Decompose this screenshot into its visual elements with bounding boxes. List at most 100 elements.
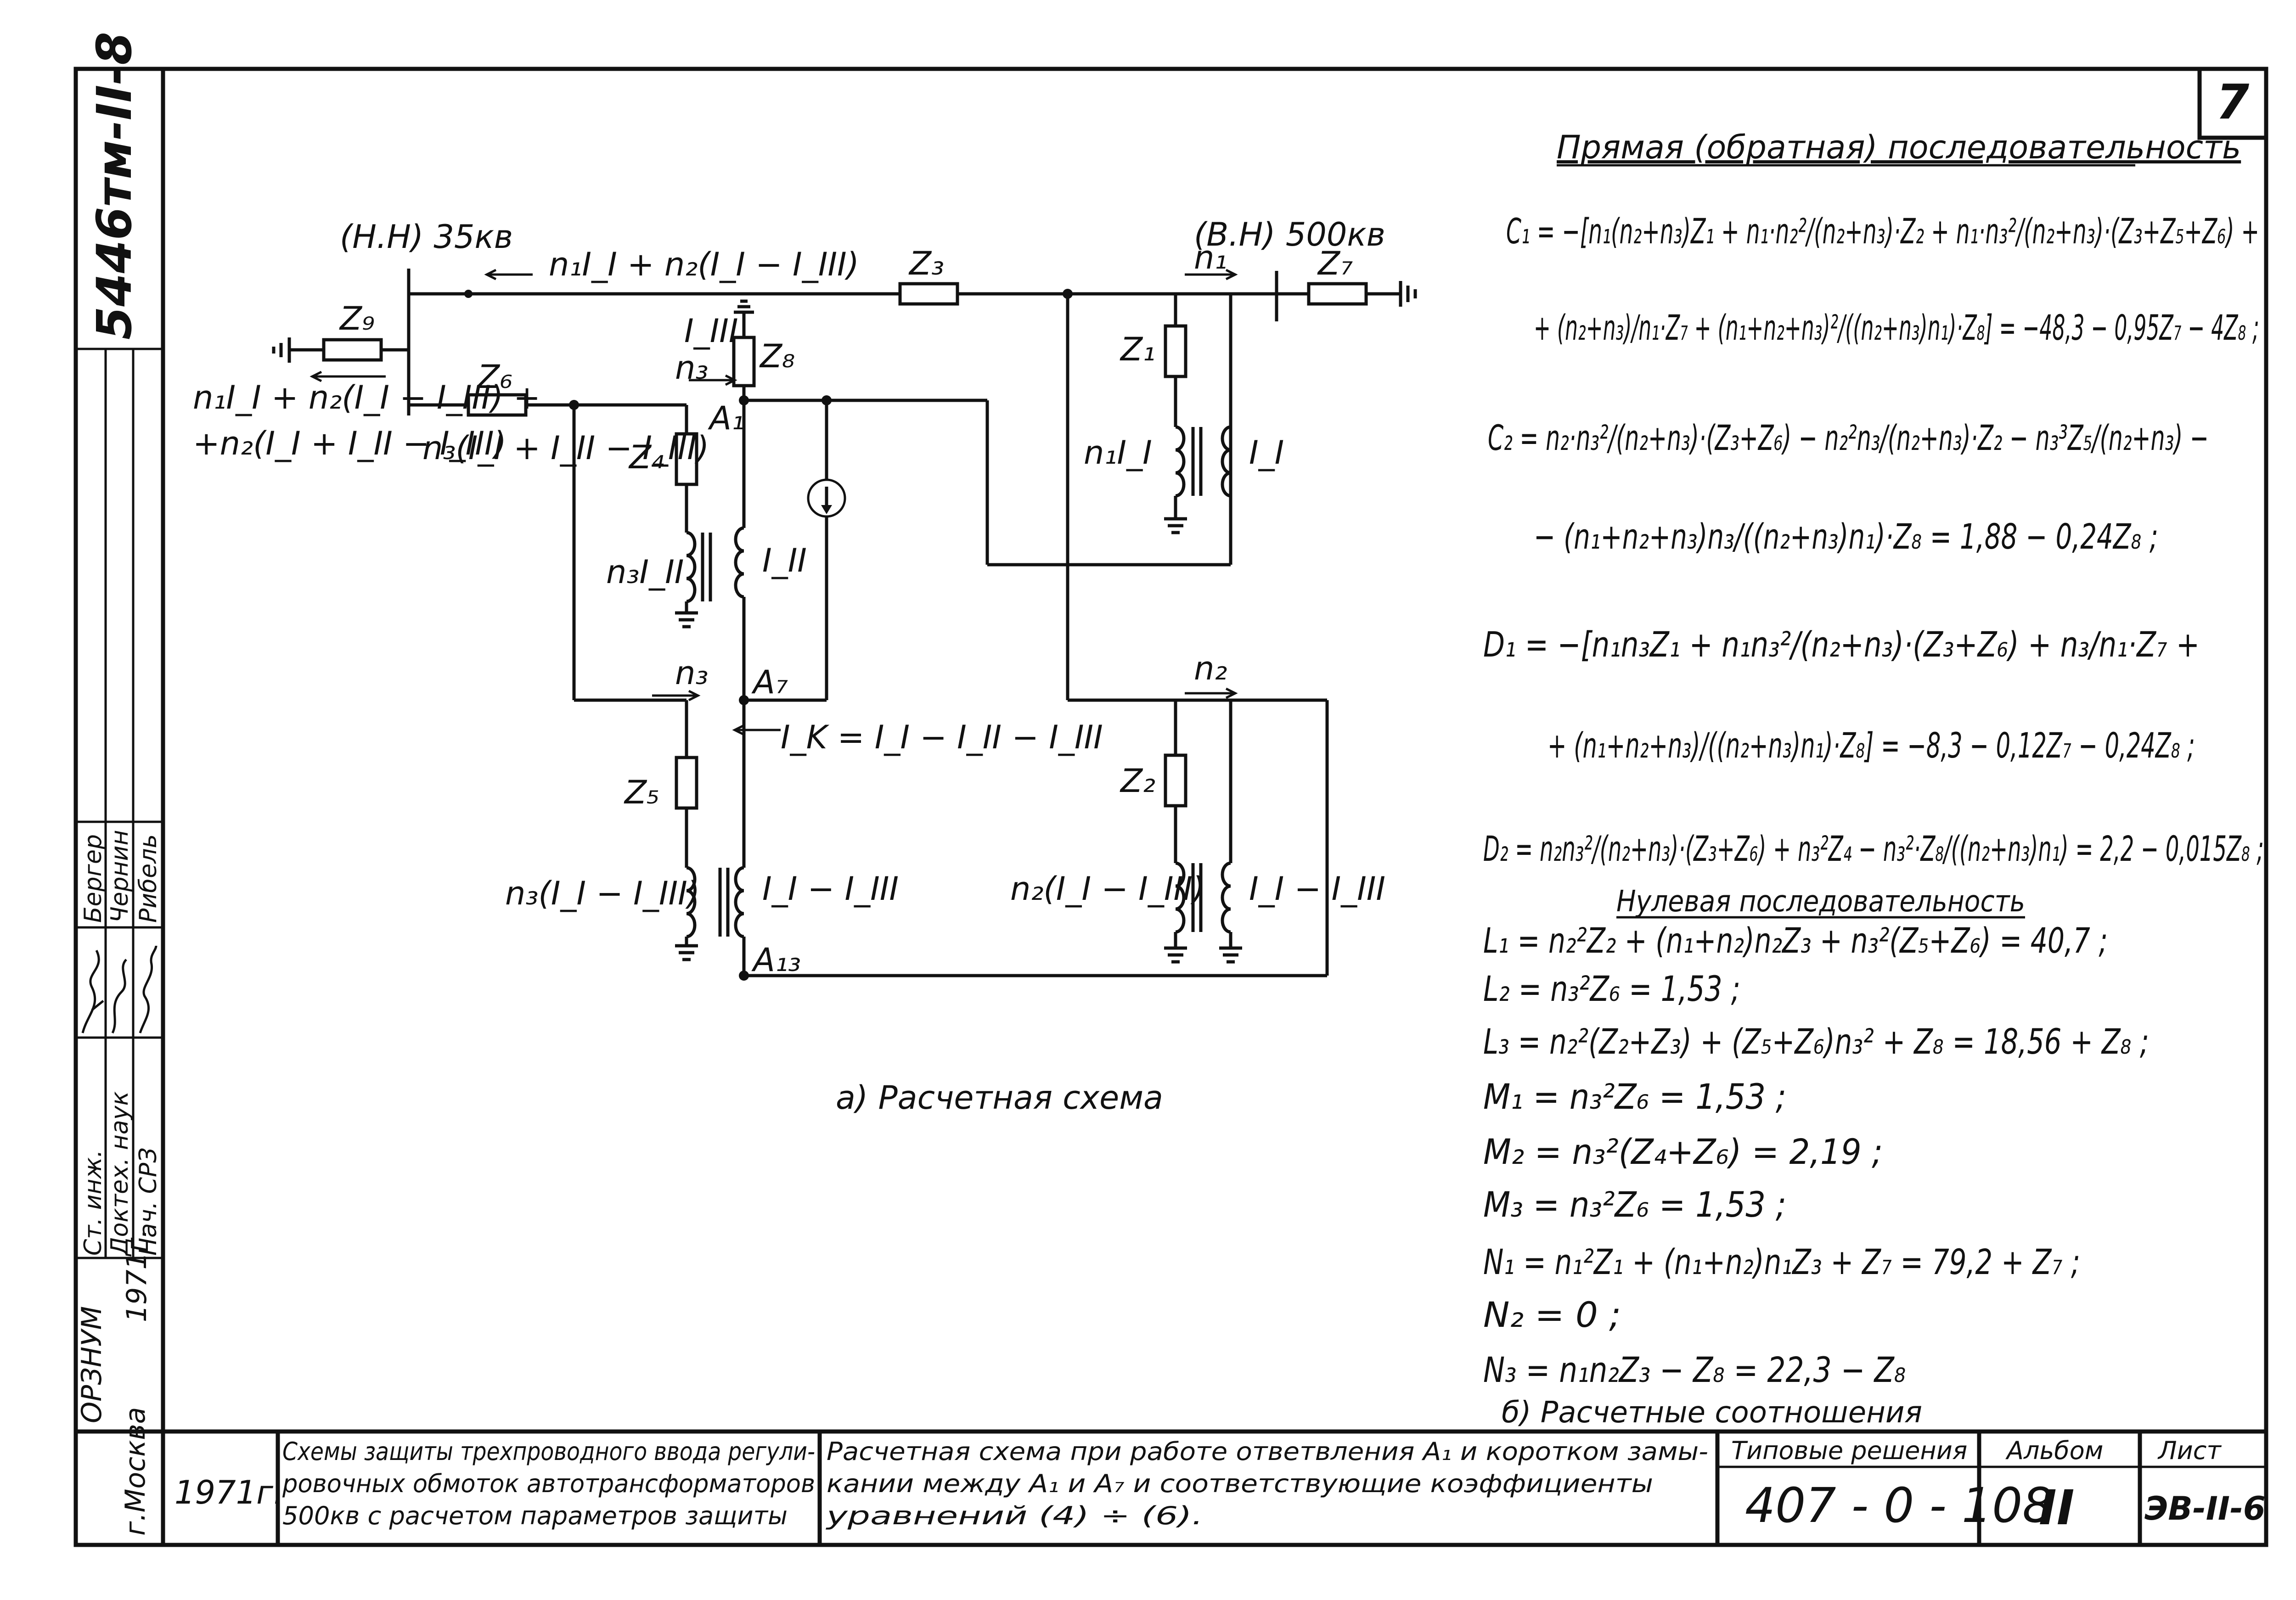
equations-caption: б) Расчетные соотношения — [1502, 1396, 1922, 1430]
equation-line: C₁ = −[n₁(n₂+n₃)Z₁ + n₁·n₂²/(n₂+n₃)·Z₂ +… — [1506, 211, 2259, 252]
label-z5: Z₅ — [624, 774, 659, 811]
project-title-line: 500кв с расчетом параметров защиты — [282, 1501, 788, 1530]
winding-n2-ii3 — [1175, 861, 1186, 934]
resistor-z9 — [322, 338, 383, 362]
winding-i2 — [734, 526, 744, 599]
typical-solutions-label: Типовые решения — [1731, 1436, 1967, 1465]
heading-zero-sequence: Нулевая последовательность — [1616, 885, 2025, 919]
equation-line: L₂ = n₃²Z₆ = 1,53 ; — [1483, 968, 1740, 1009]
project-title-line: Схемы защиты трехпроводного ввода регули… — [282, 1437, 815, 1466]
typical-solutions-number: 407 - 0 - 108 — [1745, 1477, 2053, 1533]
label-i1: I_I — [1249, 434, 1284, 472]
winding-n1-i1 — [1175, 425, 1186, 498]
equation-line: + (n₁+n₂+n₃)/((n₂+n₃)n₁)·Z₈] = −8,3 − 0,… — [1548, 725, 2195, 766]
winding-ii3 — [734, 866, 744, 938]
staff-name: Чернин — [106, 830, 134, 923]
project-title-line: ровочных обмоток автотрансформаторов — [282, 1469, 815, 1498]
resistor-z1 — [1164, 324, 1187, 378]
schematic — [272, 269, 1417, 981]
label-n1: n₁ — [1194, 239, 1227, 276]
staff-role: Доктех. наук — [106, 1091, 134, 1257]
equation-line: L₃ = n₂²(Z₂+Z₃) + (Z₅+Z₆)n₃² + Z₈ = 18,5… — [1483, 1021, 2149, 1062]
signature — [139, 945, 158, 1033]
title-year: 1971г. — [174, 1474, 283, 1511]
label-hv-bus: (В.Н) 500кв — [1194, 216, 1385, 253]
schematic-caption: а) Расчетная схема — [836, 1079, 1163, 1117]
equation-line: N₃ = n₁n₂Z₃ − Z₈ = 22,3 − Z₈ — [1483, 1349, 1906, 1390]
label-ii3-right: I_I − I_III — [1249, 870, 1385, 908]
equation-line: M₃ = n₃²Z₆ = 1,53 ; — [1483, 1184, 1786, 1225]
heading-direct-sequence: Прямая (обратная) последовательность — [1557, 129, 2241, 166]
winding-n3-i2 — [686, 531, 697, 603]
staff-role: Нач. СРЗ — [135, 1147, 162, 1256]
year-vertical: 1971г. — [121, 1229, 153, 1322]
resistor-z5 — [675, 756, 698, 810]
staff-role: Ст. инж. — [79, 1150, 107, 1256]
label-z1: Z₁ — [1120, 331, 1155, 368]
label-mid-current: n₃(I_I + I_II − I_III) — [422, 429, 709, 467]
equation-line: + (n₂+n₃)/n₁·Z₇ + (n₁+n₂+n₃)²/((n₂+n₃)n₁… — [1534, 307, 2259, 348]
resistor-z3 — [898, 282, 959, 306]
equation-line: M₂ = n₃²(Z₄+Z₆) = 2,19 ; — [1483, 1131, 1883, 1172]
album-value: II — [2039, 1480, 2074, 1536]
equation-line: C₂ = n₂·n₃²/(n₂+n₃)·(Z₃+Z₆) − n₂²n₃/(n₂+… — [1488, 417, 2209, 458]
staff-name: Рибель — [135, 834, 162, 923]
equation-line: N₂ = 0 ; — [1483, 1294, 1621, 1335]
title-block: 1971г. Схемы защиты трехпроводного ввода… — [174, 1436, 2266, 1536]
sheet-description-line: уравнений (4) ÷ (6). — [825, 1501, 1203, 1530]
winding-i1 — [1221, 425, 1231, 498]
label-n3-mid: n₃ — [675, 654, 708, 692]
resistor-z7 — [1307, 282, 1368, 306]
city-vertical: г.Москва — [119, 1407, 152, 1536]
label-a1: A₁ — [708, 399, 744, 437]
sheet-description-line: кании между A₁ и A₇ и соответствующие ко… — [827, 1469, 1653, 1498]
label-z3: Z₃ — [908, 245, 944, 282]
label-z2: Z₂ — [1120, 762, 1155, 800]
label-z9: Z₉ — [339, 300, 375, 337]
equation-line: N₁ = n₁²Z₁ + (n₁+n₂)n₁Z₃ + Z₇ = 79,2 + Z… — [1483, 1241, 2080, 1282]
equation-line: L₁ = n₂²Z₂ + (n₁+n₂)n₂Z₃ + n₃²(Z₅+Z₆) = … — [1483, 920, 2108, 961]
schematic-labels: (Н.Н) 35кв (В.Н) 500кв n₁I_I + n₂(I_I − … — [193, 216, 1385, 1117]
organization-name: ОРЗНУМ — [76, 1306, 108, 1423]
winding-ii3-right — [1221, 861, 1231, 934]
label-i3: I_III — [684, 312, 738, 350]
label-left-current-1: n₁I_I + n₂(I_I − I_III) + — [193, 379, 540, 416]
label-n2: n₂ — [1194, 650, 1227, 687]
sheet-number: 7 — [2216, 74, 2250, 130]
label-lv-bus: (Н.Н) 35кв — [340, 218, 513, 256]
resistor-z6 — [467, 393, 528, 417]
label-n3-ii3: n₃(I_I − I_III) — [505, 875, 700, 912]
staff-stamp: Ст. инж. Доктех. наук Нач. СРЗ Бергер Че… — [79, 830, 162, 1257]
label-a7: A₇ — [751, 663, 788, 701]
winding-n3-ii3 — [686, 866, 697, 938]
equations: Прямая (обратная) последовательность C₁ … — [1483, 129, 2264, 1430]
label-n2-ii3: n₂(I_I − I_III) — [1010, 870, 1205, 908]
sheet-value: ЭВ-II-6 — [2144, 1490, 2266, 1527]
label-z4: Z₄ — [628, 438, 664, 476]
staff-name: Бергер — [79, 834, 107, 923]
side-code: 5446тм-II-8 — [86, 32, 142, 340]
label-left-current-2: +n₂(I_I + I_II − I_III) — [193, 425, 506, 462]
signature — [111, 959, 127, 1034]
label-ii3: I_I − I_III — [762, 870, 899, 908]
label-z8: Z₈ — [759, 337, 795, 375]
label-top-current: n₁I_I + n₂(I_I − I_III) — [549, 246, 859, 283]
equation-line: − (n₁+n₂+n₃)n₃/((n₂+n₃)n₁)·Z₈ = 1,88 − 0… — [1534, 516, 2158, 557]
sheet-description-line: Расчетная схема при работе ответвления A… — [827, 1437, 1708, 1466]
label-a13: A₁₃ — [751, 941, 801, 979]
label-z6: Z₆ — [477, 358, 512, 396]
resistor-z2 — [1164, 753, 1187, 808]
label-n3-top: n₃ — [675, 349, 708, 387]
label-n1-i1: n₁I_I — [1084, 434, 1152, 472]
sheet-frame — [73, 67, 2268, 1547]
sheet-label: Лист — [2157, 1436, 2222, 1465]
equation-line: D₁ = −[n₁n₃Z₁ + n₁n₃²/(n₂+n₃)·(Z₃+Z₆) + … — [1483, 624, 2200, 665]
label-i2: I_II — [762, 542, 807, 579]
label-z7: Z₇ — [1317, 245, 1353, 282]
label-ik: I_K = I_I − I_II − I_III — [781, 719, 1103, 756]
equation-line: M₁ = n₃²Z₆ = 1,53 ; — [1483, 1076, 1786, 1117]
label-n3-i2: n₃I_II — [606, 553, 684, 591]
equation-line: D₂ = n₂n₃²/(n₂+n₃)·(Z₃+Z₆) + n₃²Z₄ − n₃²… — [1483, 828, 2264, 869]
album-label: Альбом — [2005, 1436, 2103, 1465]
